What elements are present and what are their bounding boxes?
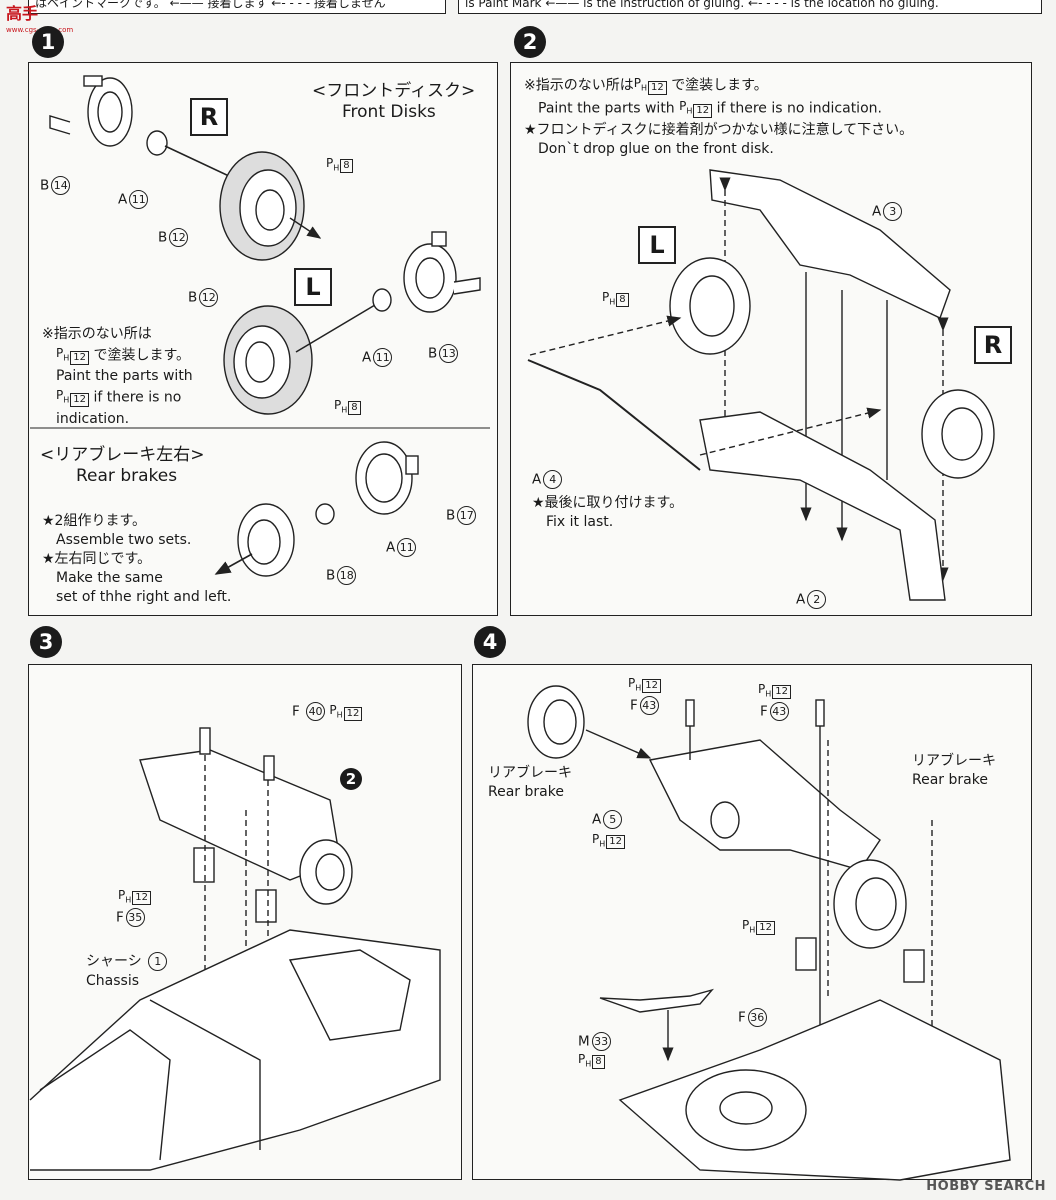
right-side-badge-step2: R xyxy=(974,326,1012,364)
right-side-badge: R xyxy=(190,98,228,136)
legend-jp: はペイントマークです。 ←—— 接着します ←- - - - 接着しません xyxy=(28,0,446,14)
rear-brakes-notes: ★2組作ります。 Assemble two sets. ★左右同じです。 Mak… xyxy=(42,513,232,605)
front-disk-r-assembly xyxy=(49,75,322,261)
rear-brake-assembly xyxy=(30,427,490,577)
fix-last-note: ★最後に取り付けます。 Fix it last. xyxy=(532,495,684,530)
front-disk-l-assembly xyxy=(223,231,481,415)
front-disks-title-en: Front Disks xyxy=(342,102,436,122)
legend-en: is Paint Mark ←—— is the instruction of … xyxy=(458,0,1042,14)
step2-reference-badge: 2 xyxy=(340,768,362,790)
rear-brakes-title-en: Rear brakes xyxy=(76,466,178,486)
rear-brake-label-left: リアブレーキ Rear brake xyxy=(488,765,572,800)
left-side-badge: L xyxy=(294,268,332,306)
rear-brake-label-right: リアブレーキ Rear brake xyxy=(912,753,996,788)
rear-brakes-title-jp: <リアブレーキ左右> xyxy=(40,445,205,465)
step-number-4: 4 xyxy=(474,626,506,658)
step-number-2: 2 xyxy=(514,26,546,58)
hobby-search-watermark: HOBBY SEARCH xyxy=(926,1179,1046,1194)
step-number-3: 3 xyxy=(30,626,62,658)
step4-rear-axle-assembly xyxy=(527,685,1011,1181)
left-side-badge-step2: L xyxy=(638,226,676,264)
step2-suspension-assembly xyxy=(527,169,995,601)
step-number-1: 1 xyxy=(32,26,64,58)
chassis-label: シャーシ 1 Chassis xyxy=(86,952,168,991)
front-disks-title-jp: <フロントディスク> xyxy=(312,81,476,101)
step3-chassis-assembly xyxy=(29,727,441,1171)
